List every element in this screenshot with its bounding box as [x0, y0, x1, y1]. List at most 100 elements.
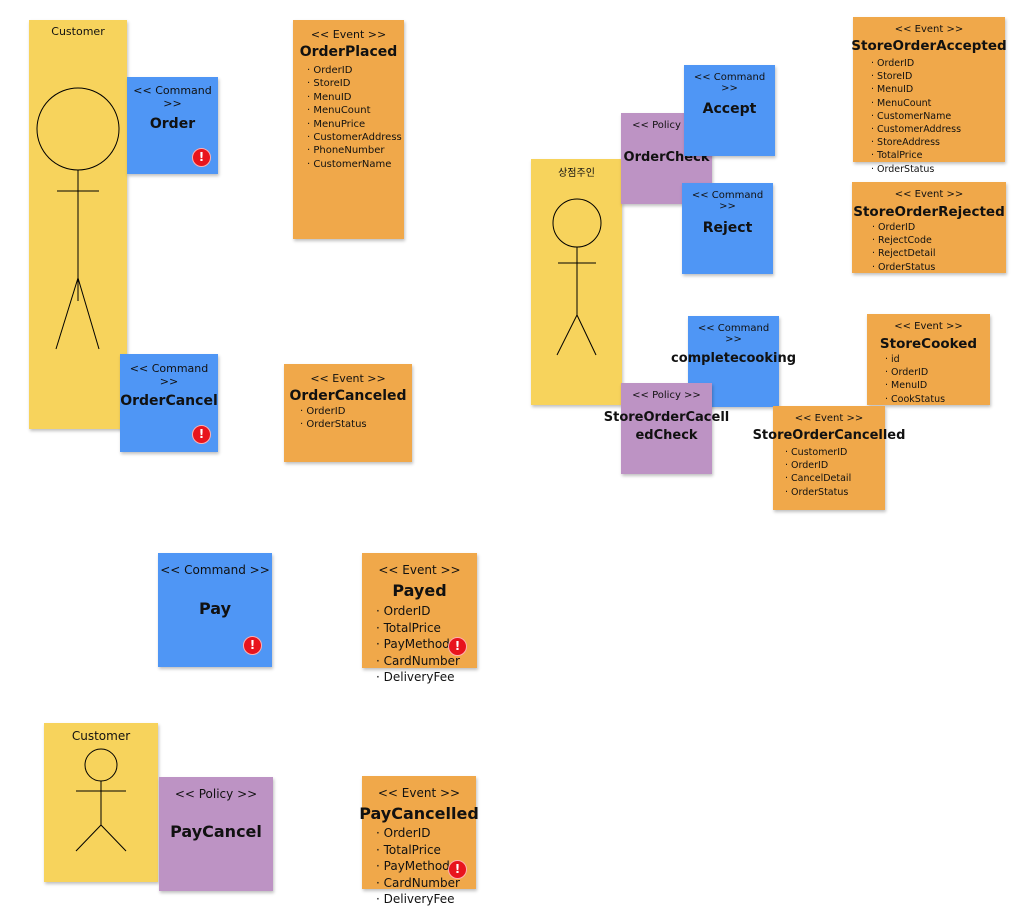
actor-label: Customer [71, 729, 131, 743]
policy-title-line-1: StoreOrderCacell [603, 410, 730, 425]
event-title: StoreOrderAccepted [851, 38, 1007, 54]
stereotype-label: << Command >> [693, 72, 766, 94]
event-title: StoreOrderRejected [853, 204, 1005, 220]
attribute: OrderStatus [300, 418, 366, 431]
attribute: OrderStatus [872, 261, 935, 274]
stick-figure-icon [552, 198, 602, 356]
stereotype-label: << Event >> [377, 786, 461, 800]
event-order-placed[interactable]: << Event >> OrderPlaced OrderID StoreID … [293, 20, 404, 239]
command-title: Reject [702, 220, 753, 236]
attribute: MenuID [871, 83, 961, 96]
attribute: OrderStatus [871, 163, 961, 176]
attribute: MenuID [885, 379, 945, 392]
attribute: MenuPrice [307, 118, 402, 131]
stereotype-label: << Event >> [894, 189, 964, 200]
event-store-cooked[interactable]: << Event >> StoreCooked id OrderID MenuI… [867, 314, 990, 405]
stereotype-label: << Policy >> [632, 120, 701, 131]
policy-store-order-cancelled-check[interactable]: << Policy >> StoreOrderCacell edCheck [604, 383, 729, 474]
attribute: CancelDetail [785, 472, 851, 485]
attribute-list: OrderID StoreID MenuID MenuCount MenuPri… [307, 64, 402, 171]
attribute: OrderID [885, 366, 945, 379]
attribute-list: OrderID OrderStatus [300, 405, 367, 432]
stereotype-label: << Command >> [129, 362, 209, 388]
command-title: Pay [198, 599, 232, 618]
policy-title: PayCancel [170, 822, 262, 841]
event-title: StoreOrderCancelled [752, 428, 906, 443]
attribute-list: CustomerID OrderID CancelDetail OrderSta… [785, 446, 851, 499]
command-accept[interactable]: << Command >> Accept [684, 65, 775, 156]
actor-store-owner[interactable]: 상점주인 [531, 159, 622, 405]
event-order-canceled[interactable]: << Event >> OrderCanceled OrderID OrderS… [284, 364, 412, 462]
attribute-list: OrderID StoreID MenuID MenuCount Custome… [871, 57, 961, 176]
attribute: PhoneNumber [307, 144, 402, 157]
warning-icon[interactable]: ! [243, 636, 262, 655]
stereotype-label: << Event >> [310, 28, 387, 41]
attribute: StoreAddress [871, 136, 961, 149]
stereotype-label: << Policy >> [632, 390, 701, 401]
attribute: CustomerID [785, 446, 851, 459]
warning-icon[interactable]: ! [448, 637, 467, 656]
command-order[interactable]: << Command >> Order ! [127, 77, 218, 174]
attribute: OrderID [376, 603, 460, 620]
event-store-order-accepted[interactable]: << Event >> StoreOrderAccepted OrderID S… [851, 17, 1007, 175]
attribute: TotalPrice [376, 842, 460, 859]
attribute: MenuCount [307, 104, 402, 117]
stereotype-label: << Command >> [697, 323, 770, 345]
stereotype-label: << Event >> [310, 372, 386, 385]
actor-label: 상점주인 [558, 168, 595, 179]
attribute-list: OrderID TotalPrice PayMethod CardNumber … [376, 603, 460, 686]
stick-figure-icon [75, 748, 127, 852]
stereotype-label: << Event >> [794, 413, 864, 424]
attribute: MenuID [307, 91, 402, 104]
attribute: CustomerAddress [871, 123, 961, 136]
event-store-order-rejected[interactable]: << Event >> StoreOrderRejected OrderID R… [852, 182, 1006, 273]
event-store-order-cancelled[interactable]: << Event >> StoreOrderCancelled Customer… [753, 406, 905, 510]
policy-title-line-2: edCheck [635, 428, 698, 443]
event-title: OrderCanceled [289, 388, 407, 404]
event-title: PayCancelled [359, 804, 479, 823]
attribute: DeliveryFee [376, 669, 460, 686]
warning-icon[interactable]: ! [192, 425, 211, 444]
stereotype-label: << Command >> [160, 563, 270, 577]
attribute: CardNumber [376, 653, 460, 670]
command-title: Accept [702, 101, 757, 117]
event-title: OrderPlaced [299, 44, 398, 60]
attribute: CustomerAddress [307, 131, 401, 144]
attribute: StoreID [871, 70, 961, 83]
warning-icon[interactable]: ! [192, 148, 211, 167]
stereotype-label: << Policy >> [174, 787, 258, 801]
attribute: OrderStatus [785, 486, 851, 499]
attribute: PayMethod [376, 636, 460, 653]
attribute-list: id OrderID MenuID CookStatus [885, 353, 945, 406]
actor-label: Customer [51, 25, 105, 38]
actor-customer[interactable]: Customer [29, 20, 127, 429]
attribute: OrderID [785, 459, 851, 472]
stereotype-label: << Command >> [133, 84, 212, 110]
attribute-list: OrderID TotalPrice PayMethod CardNumber … [376, 825, 460, 908]
stick-figure-icon [36, 87, 120, 350]
attribute: MenuCount [871, 97, 961, 110]
command-title: Order [149, 116, 196, 132]
event-pay-cancelled[interactable]: << Event >> PayCancelled OrderID TotalPr… [359, 776, 479, 906]
attribute: PayMethod [376, 858, 460, 875]
policy-pay-cancel[interactable]: << Policy >> PayCancel [159, 777, 273, 891]
attribute-list: OrderID RejectCode RejectDetail OrderSta… [872, 221, 935, 274]
attribute: OrderID [300, 405, 367, 418]
attribute: CustomerName [307, 158, 402, 171]
attribute: OrderID [871, 57, 961, 70]
warning-icon[interactable]: ! [448, 860, 467, 879]
actor-customer-2[interactable]: Customer [44, 723, 158, 882]
attribute: RejectCode [872, 234, 935, 247]
stereotype-label: << Event >> [894, 24, 964, 35]
attribute: CookStatus [885, 393, 945, 406]
command-pay[interactable]: << Command >> Pay ! [158, 553, 272, 667]
command-reject[interactable]: << Command >> Reject [682, 183, 773, 274]
event-payed[interactable]: << Event >> Payed OrderID TotalPrice Pay… [362, 553, 477, 684]
attribute: StoreID [307, 77, 402, 90]
attribute: CardNumber [376, 875, 460, 892]
command-order-cancel[interactable]: << Command >> OrderCancel ! [120, 354, 218, 452]
attribute: RejectDetail [872, 247, 935, 260]
attribute: CustomerName [871, 110, 961, 123]
event-title: StoreCooked [879, 336, 978, 352]
attribute: TotalPrice [871, 149, 961, 162]
